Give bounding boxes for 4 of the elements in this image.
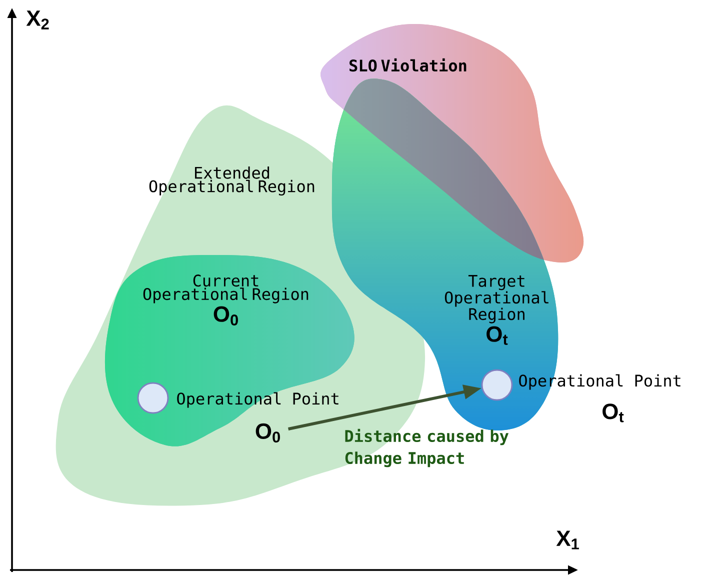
axis-label: X$_{2}$ (26, 10, 49, 30)
point-label: O$_{t}$ (602, 404, 624, 422)
axis-label: X$_{1}$ (556, 530, 579, 550)
point-label: O$_{0}$ (256, 423, 280, 443)
